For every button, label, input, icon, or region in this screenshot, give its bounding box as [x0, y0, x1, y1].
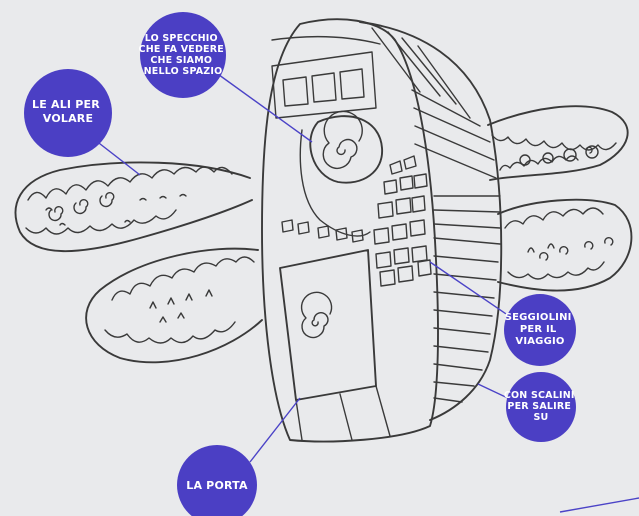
label-mirror-badge: LO SPECCHIO CHE FA VEDERE CHE SIAMO NELL… — [139, 12, 228, 98]
label-mirror-line: CHE FA VEDERE — [139, 44, 224, 55]
left-upper-wing — [16, 162, 252, 251]
label-wings-line: VOLARE — [43, 112, 93, 125]
leader-mirror — [215, 72, 312, 142]
leader-door — [250, 398, 300, 462]
label-wings-badge: LE ALI PER VOLARE — [24, 69, 112, 157]
svg-text:LO SPECCHIO CHE FA VEDER: LO SPECCHIO CHE FA VEDERE CHE SIAMO NELL… — [139, 33, 228, 77]
right-upper-fin — [488, 106, 628, 180]
board-edge — [560, 498, 639, 512]
label-stairs-line: SU — [534, 412, 549, 423]
door — [280, 250, 390, 440]
mirror — [300, 111, 382, 236]
seats-grid — [282, 156, 431, 286]
label-door-badge: LA PORTA — [177, 445, 257, 516]
label-seats-line: VIAGGIO — [515, 336, 564, 347]
label-stairs-line: PER SALIRE — [507, 401, 571, 412]
label-mirror-line: NELLO SPAZIO — [144, 66, 223, 77]
leader-wings — [95, 140, 140, 175]
leader-lines — [95, 72, 512, 462]
label-stairs-line: CON SCALINI — [504, 390, 575, 401]
svg-text:LE ALI PER VOLARE: LE ALI PER VOLARE — [32, 98, 104, 125]
label-mirror-line: CHE SIAMO — [150, 55, 212, 66]
label-stairs-badge: CON SCALINI PER SALIRE SU — [504, 372, 578, 442]
label-door-line: LA PORTA — [186, 479, 248, 492]
left-lower-wing — [86, 249, 262, 363]
label-wings-line: LE ALI PER — [32, 98, 100, 111]
label-seats-line: SEGGIOLINI — [505, 312, 572, 323]
right-lower-fin — [498, 200, 631, 291]
svg-text:LA PORTA: LA PORTA — [186, 479, 248, 492]
stairs-panel — [360, 22, 501, 420]
label-seats-badge: SEGGIOLINI PER IL VIAGGIO — [504, 294, 576, 366]
label-seats-line: PER IL — [520, 324, 557, 335]
top-windows — [272, 52, 376, 118]
label-mirror-line: LO SPECCHIO — [145, 33, 218, 44]
